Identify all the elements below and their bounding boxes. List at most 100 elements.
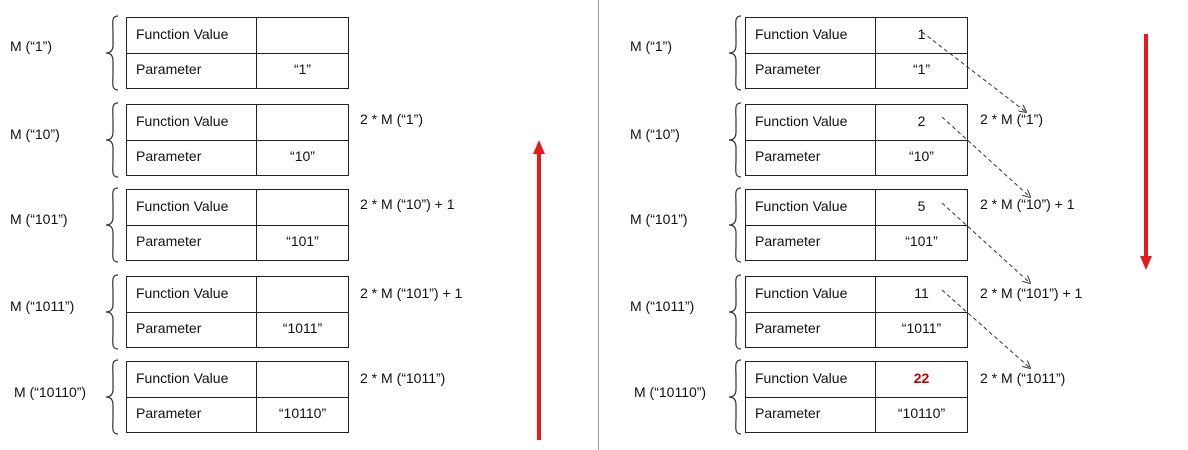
function-value-label: Function Value (127, 277, 257, 312)
function-value-cell (257, 190, 348, 225)
function-value-row: Function Value (127, 18, 348, 54)
call-label: M (“10”) (10, 126, 60, 142)
function-value-cell (257, 277, 348, 312)
function-value-row: Function Value 1 (746, 18, 967, 54)
function-value-label: Function Value (746, 105, 876, 140)
recurrence-label: 2 * M (“10”) + 1 (980, 196, 1075, 212)
curly-brace-icon (727, 102, 743, 178)
parameter-row: Parameter “101” (127, 225, 348, 260)
call-label: M (“101”) (10, 211, 68, 227)
recurrence-label: 2 * M (“1011”) (360, 370, 446, 386)
recurrence-label: 2 * M (“101”) + 1 (980, 285, 1083, 301)
recurrence-label: 2 * M (“1”) (980, 111, 1043, 127)
parameter-row: Parameter “1011” (746, 312, 967, 347)
function-value-label: Function Value (127, 18, 257, 53)
function-value-row: Function Value 2 (746, 105, 967, 141)
function-value-row: Function Value (127, 190, 348, 226)
function-value-row: Function Value 22 (746, 362, 967, 398)
call-label: M (“10110”) (634, 384, 707, 400)
call-label: M (“101”) (630, 211, 688, 227)
curly-brace-icon (727, 187, 743, 263)
function-value-cell (257, 18, 348, 53)
parameter-row: Parameter “1” (127, 53, 348, 88)
function-value-label: Function Value (746, 362, 876, 397)
parameter-label: Parameter (127, 225, 257, 260)
parameter-label: Parameter (746, 225, 876, 260)
function-value-row: Function Value 5 (746, 190, 967, 226)
parameter-row: Parameter “1” (746, 53, 967, 88)
curly-brace-icon (104, 15, 120, 91)
parameter-row: Parameter “1011” (127, 312, 348, 347)
recurrence-label: 2 * M (“10”) + 1 (360, 196, 455, 212)
curly-brace-icon (104, 102, 120, 178)
parameter-label: Parameter (127, 397, 257, 432)
recurrence-label: 2 * M (“1011”) (980, 370, 1066, 386)
curly-brace-icon (104, 187, 120, 263)
parameter-row: Parameter “10110” (127, 397, 348, 432)
call-label: M (“1011”) (10, 298, 75, 314)
call-label: M (“1011”) (630, 298, 695, 314)
call-label: M (“10”) (630, 126, 680, 142)
function-value-row: Function Value 11 (746, 277, 967, 313)
function-value-label: Function Value (746, 277, 876, 312)
parameter-cell: “10” (290, 148, 315, 164)
parameter-cell: “1” (912, 61, 931, 77)
parameter-label: Parameter (127, 312, 257, 347)
function-value-label: Function Value (746, 190, 876, 225)
call-label: M (“1”) (10, 38, 52, 54)
function-value-cell: 5 (917, 198, 926, 214)
function-value-label: Function Value (127, 105, 257, 140)
parameter-label: Parameter (746, 140, 876, 175)
parameter-label: Parameter (127, 53, 257, 88)
function-value-row: Function Value (127, 362, 348, 398)
recurrence-label: 2 * M (“101”) + 1 (360, 285, 463, 301)
parameter-row: Parameter “101” (746, 225, 967, 260)
function-value-cell: 22 (913, 370, 930, 386)
function-value-row: Function Value (127, 277, 348, 313)
parameter-label: Parameter (746, 312, 876, 347)
parameter-cell: “1011” (282, 320, 323, 336)
parameter-label: Parameter (746, 53, 876, 88)
call-label: M (“1”) (630, 38, 672, 54)
parameter-cell: “1” (293, 61, 312, 77)
curly-brace-icon (104, 359, 120, 435)
parameter-cell: “10110” (897, 405, 946, 421)
parameter-row: Parameter “10110” (746, 397, 967, 432)
panel-divider (598, 0, 599, 450)
function-value-label: Function Value (127, 190, 257, 225)
parameter-label: Parameter (746, 397, 876, 432)
call-label: M (“10110”) (14, 384, 87, 400)
function-value-cell: 2 (917, 113, 926, 129)
function-value-row: Function Value (127, 105, 348, 141)
curly-brace-icon (727, 274, 743, 350)
parameter-cell: “10110” (278, 405, 327, 421)
parameter-cell: “10” (909, 148, 934, 164)
parameter-cell: “1011” (901, 320, 942, 336)
curly-brace-icon (104, 274, 120, 350)
function-value-cell (257, 362, 348, 397)
function-value-cell: 11 (914, 285, 929, 301)
parameter-row: Parameter “10” (127, 140, 348, 175)
curly-brace-icon (727, 359, 743, 435)
parameter-row: Parameter “10” (746, 140, 967, 175)
function-value-label: Function Value (746, 18, 876, 53)
function-value-label: Function Value (127, 362, 257, 397)
function-value-cell: 1 (917, 26, 926, 42)
parameter-label: Parameter (127, 140, 257, 175)
parameter-cell: “101” (286, 233, 319, 249)
parameter-cell: “101” (905, 233, 938, 249)
curly-brace-icon (727, 15, 743, 91)
function-value-cell (257, 105, 348, 140)
